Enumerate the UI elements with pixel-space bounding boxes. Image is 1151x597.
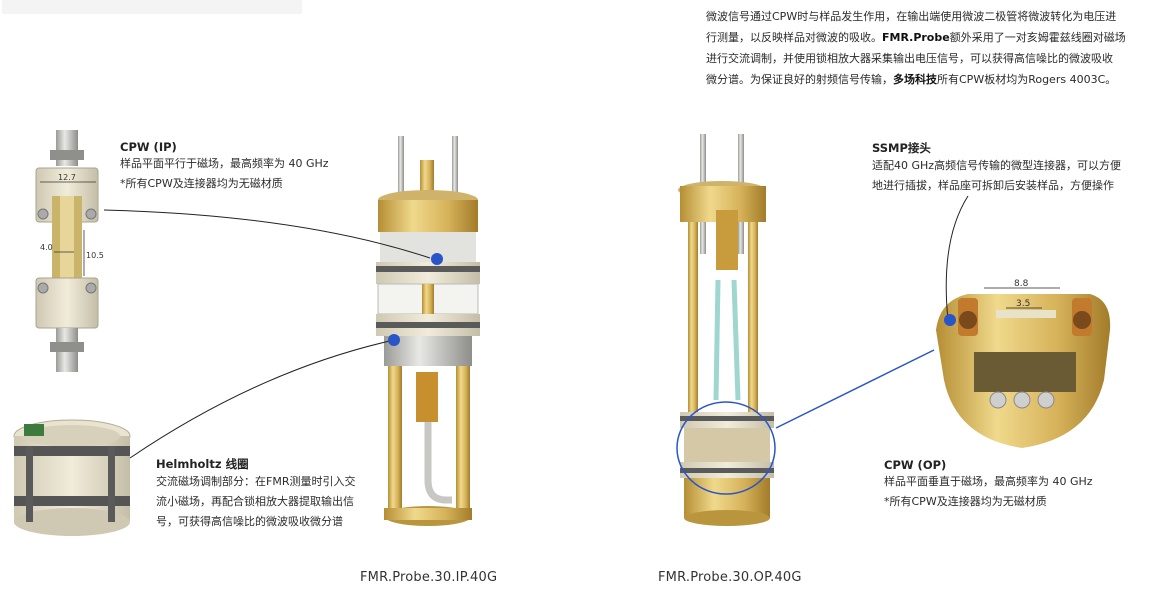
helmholtz-text-3: 号，可获得高信噪比的微波吸收微分谱 bbox=[156, 515, 343, 528]
cpw-ip-title: CPW (IP) bbox=[120, 140, 177, 154]
cpw-ip-leader-line bbox=[103, 209, 431, 259]
cpw-ip-text-2: *所有CPW及连接器均为无磁材质 bbox=[120, 177, 283, 190]
cpw-width-dim: 12.7 bbox=[58, 173, 76, 182]
cpw-op-text-2: *所有CPW及连接器均为无磁材质 bbox=[884, 495, 1047, 508]
intro-paragraph: 微波信号通过CPW时与样品发生作用，在输出端使用微波二极管将微波转化为电压进 行… bbox=[706, 6, 1146, 90]
intro-line-2: 行测量，以反映样品对微波的吸收。 bbox=[706, 31, 882, 44]
cpw-op-title: CPW (OP) bbox=[884, 458, 947, 472]
cpw-ip-callout: CPW (IP) 样品平面平行于磁场，最高频率为 40 GHz *所有CPW及连… bbox=[120, 140, 329, 194]
cpw-ip-marker-dot bbox=[431, 253, 443, 265]
caption-op: FMR.Probe.30.OP.40G bbox=[658, 570, 802, 585]
ssmp-inner-dim: 3.5 bbox=[1016, 299, 1030, 309]
helmholtz-marker-dot bbox=[388, 334, 400, 346]
ssmp-text-1: 适配40 GHz高频信号传输的微型连接器，可以方便 bbox=[872, 159, 1122, 172]
ssmp-leader-line bbox=[945, 195, 969, 321]
fmr-probe-ip-image bbox=[376, 136, 480, 526]
helmholtz-callout: Helmholtz 线圈 交流磁场调制部分：在FMR测量时引入交 流小磁场，再配… bbox=[156, 456, 355, 532]
caption-ip: FMR.Probe.30.IP.40G bbox=[360, 570, 498, 585]
cpw-length-dim: 10.5 bbox=[86, 251, 104, 260]
intro-line-4a: 微分谱。为保证良好的射频信号传输， bbox=[706, 73, 893, 86]
intro-line-2-rest: 额外采用了一对亥姆霍兹线圈对磁场 bbox=[949, 31, 1126, 44]
cpw-gap-dim: 4.0 bbox=[40, 243, 53, 252]
ssmp-marker-dot bbox=[944, 314, 956, 326]
faded-header-strip bbox=[2, 0, 302, 14]
intro-line-3: 进行交流调制，并使用锁相放大器采集输出电压信号，可以获得高信噪比的微波吸收 bbox=[706, 52, 1113, 65]
helmholtz-text-2: 流小磁场，再配合锁相放大器提取输出信 bbox=[156, 495, 354, 508]
ssmp-title: SSMP接头 bbox=[872, 141, 931, 155]
helmholtz-title: Helmholtz 线圈 bbox=[156, 457, 249, 471]
intro-line-1: 微波信号通过CPW时与样品发生作用，在输出端使用微波二极管将微波转化为电压进 bbox=[706, 10, 1117, 23]
intro-company-name: 多场科技 bbox=[893, 73, 937, 86]
helmholtz-coil-image bbox=[13, 419, 131, 536]
intro-product-name: FMR.Probe bbox=[882, 31, 950, 44]
cpw-ip-board-image bbox=[35, 130, 99, 372]
ssmp-text-2: 地进行插拔，样品座可拆卸后安装样品，方便操作 bbox=[872, 179, 1114, 192]
ssmp-connector-image bbox=[936, 287, 1111, 448]
fmr-probe-op-image bbox=[676, 134, 776, 526]
helmholtz-leader-line bbox=[129, 339, 395, 459]
op-zoom-leader-line bbox=[775, 349, 935, 429]
helmholtz-text-1: 交流磁场调制部分：在FMR测量时引入交 bbox=[156, 475, 356, 488]
cpw-ip-text-1: 样品平面平行于磁场，最高频率为 40 GHz bbox=[120, 157, 329, 170]
intro-line-4b: 所有CPW板材均为Rogers 4003C。 bbox=[937, 73, 1117, 86]
ssmp-outer-dim: 8.8 bbox=[1014, 279, 1029, 289]
ssmp-callout: SSMP接头 适配40 GHz高频信号传输的微型连接器，可以方便 地进行插拔，样… bbox=[872, 140, 1121, 196]
cpw-op-callout: CPW (OP) 样品平面垂直于磁场，最高频率为 40 GHz *所有CPW及连… bbox=[884, 458, 1093, 512]
cpw-op-text-1: 样品平面垂直于磁场，最高频率为 40 GHz bbox=[884, 475, 1093, 488]
